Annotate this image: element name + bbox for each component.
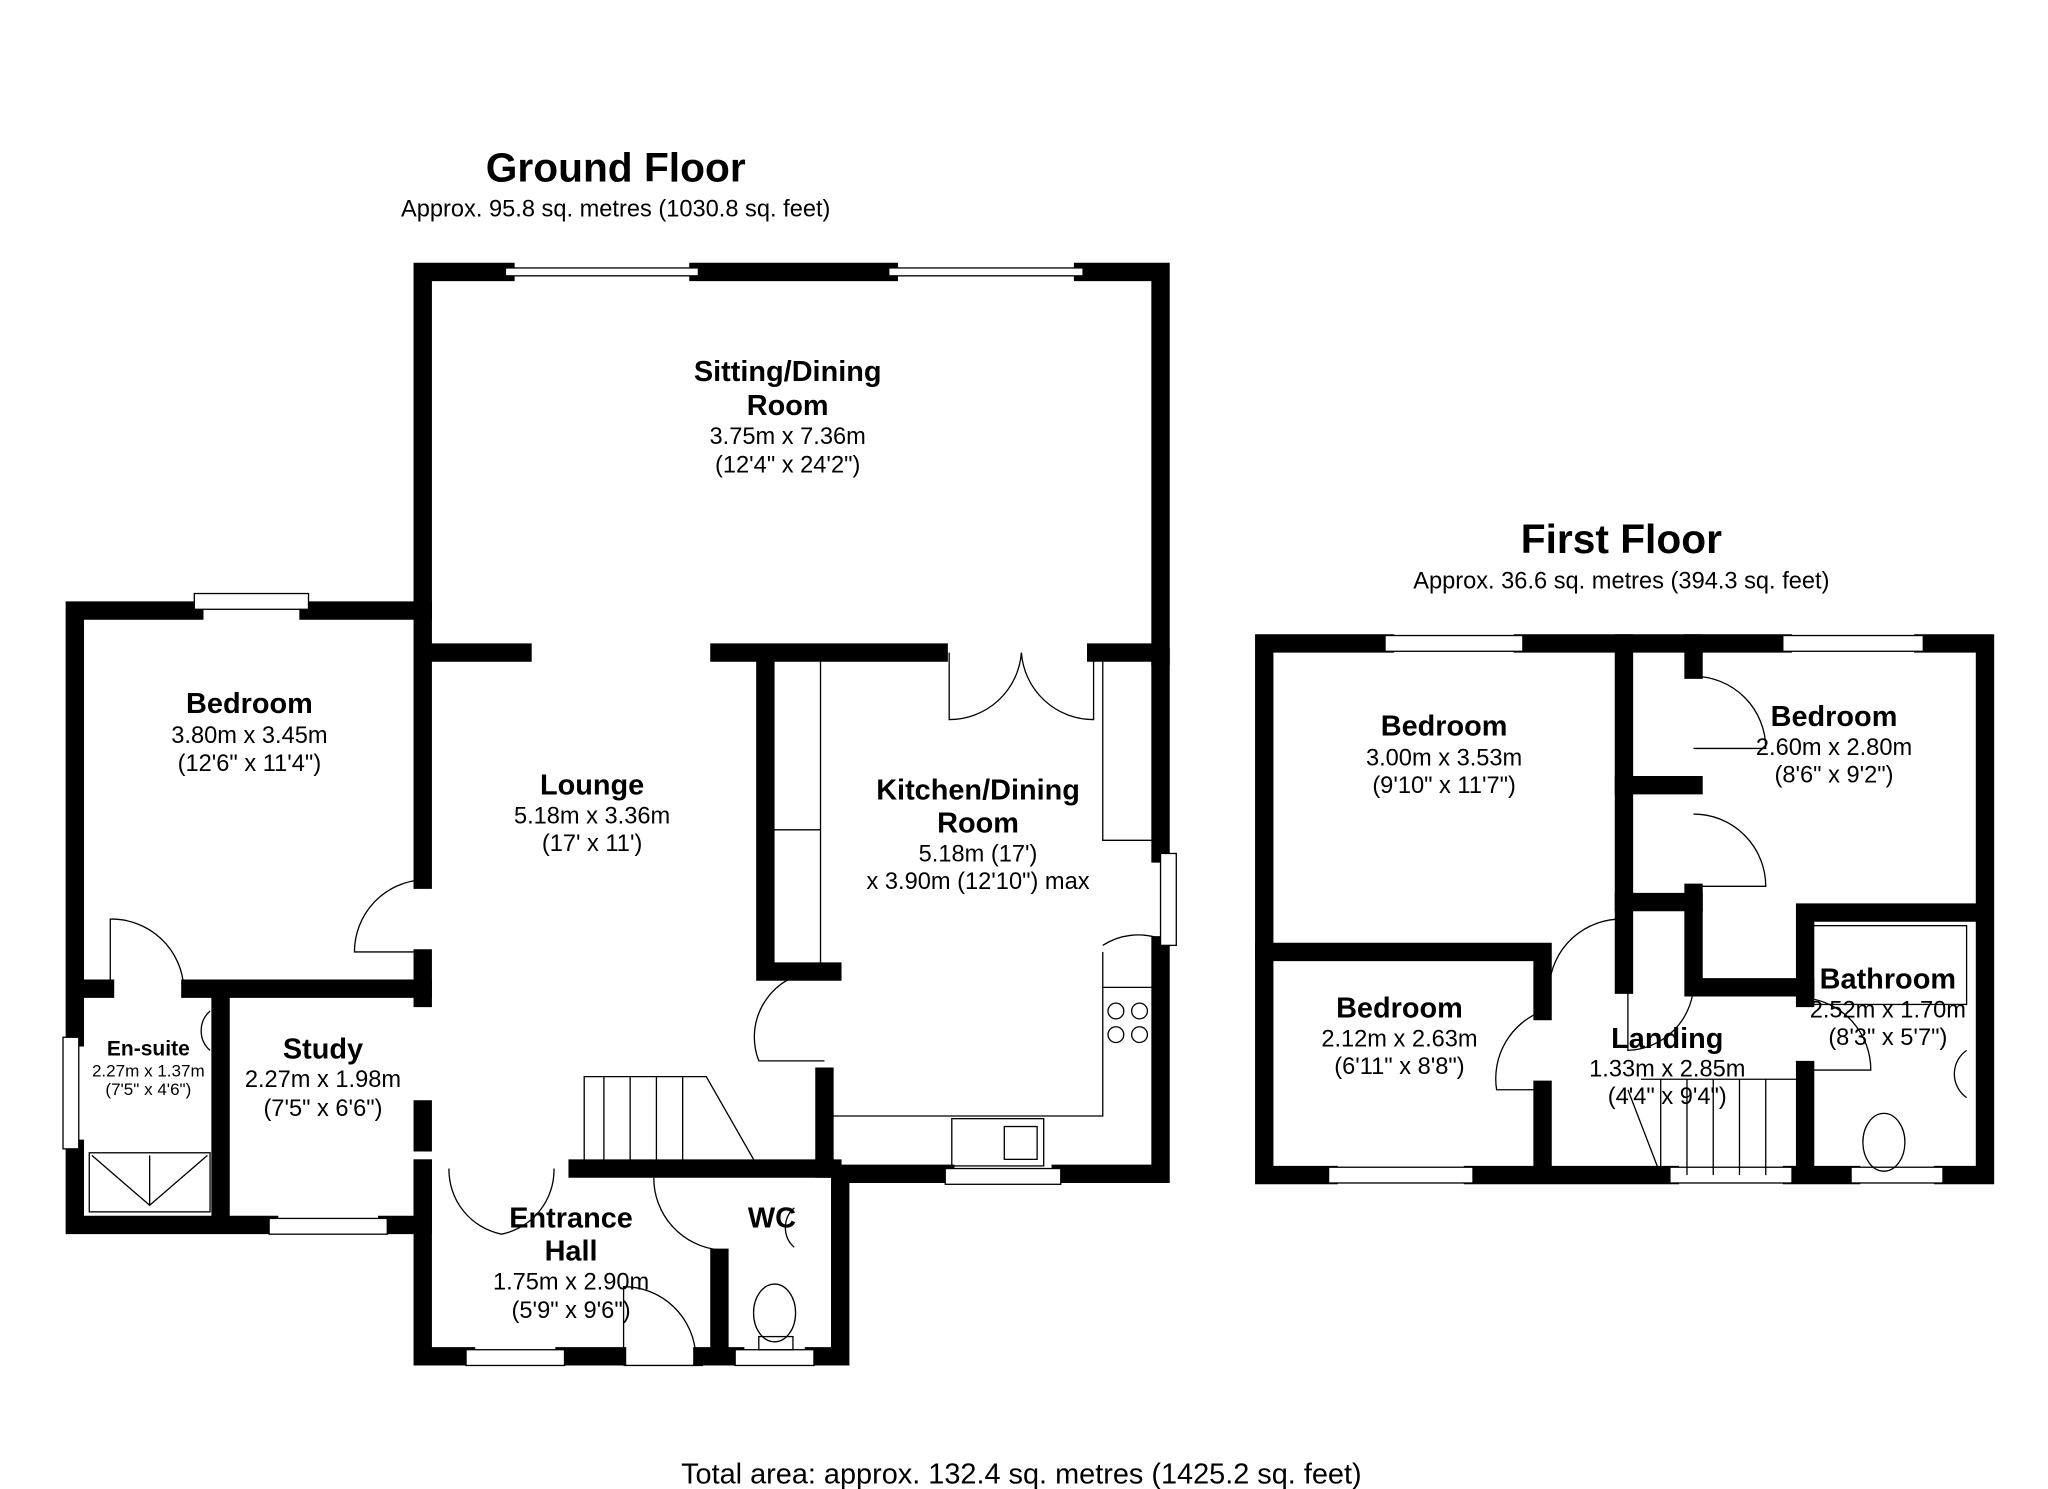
room-study: Study 2.27m x 1.98m (7'5" x 6'6") [245,1033,401,1122]
svg-text:Kitchen/Dining: Kitchen/Dining [876,775,1080,807]
svg-text:1.75m x 2.90m: 1.75m x 2.90m [493,1269,649,1295]
svg-text:Bedroom: Bedroom [1336,993,1463,1025]
svg-text:Hall: Hall [545,1235,598,1267]
svg-text:2.52m x 1.70m: 2.52m x 1.70m [1810,998,1966,1024]
svg-text:2.27m x 1.37m: 2.27m x 1.37m [92,1062,205,1081]
ground-floor-title: Ground Floor [486,144,746,190]
svg-text:(17' x 11'): (17' x 11') [542,831,643,857]
svg-text:Bedroom: Bedroom [1771,701,1898,733]
svg-text:(8'3" x 5'7"): (8'3" x 5'7") [1828,1025,1947,1051]
svg-text:Bedroom: Bedroom [1381,710,1508,742]
svg-text:(12'4" x 24'2"): (12'4" x 24'2") [715,453,860,479]
room-entrance-hall: Entrance Hall 1.75m x 2.90m (5'9" x 9'6"… [493,1203,649,1325]
svg-text:WC: WC [748,1203,796,1235]
total-area: Total area: approx. 132.4 sq. metres (14… [681,1459,1362,1489]
svg-text:Landing: Landing [1611,1023,1723,1055]
first-floor-area: Approx. 36.6 sq. metres (394.3 sq. feet) [1413,568,1829,594]
room-kitchen-dining: Kitchen/Dining Room 5.18m (17') x 3.90m … [867,775,1090,895]
svg-text:3.75m x 7.36m: 3.75m x 7.36m [710,424,866,450]
svg-text:(5'9" x 9'6"): (5'9" x 9'6") [512,1298,631,1324]
svg-text:(4'4" x 9'4"): (4'4" x 9'4") [1608,1084,1727,1110]
ground-floor-walls [62,262,1177,1367]
svg-text:2.12m x 2.63m: 2.12m x 2.63m [1321,1026,1477,1052]
svg-text:(6'11" x 8'8"): (6'11" x 8'8") [1334,1054,1464,1080]
svg-text:Entrance: Entrance [509,1203,633,1235]
svg-text:1.33m x 2.85m: 1.33m x 2.85m [1589,1057,1745,1083]
ground-floor-area: Approx. 95.8 sq. metres (1030.8 sq. feet… [401,197,830,223]
room-landing: Landing 1.33m x 2.85m (4'4" x 9'4") [1589,1023,1745,1110]
room-bedroom-1: Bedroom 3.00m x 3.53m (9'10" x 11'7") [1366,710,1522,799]
svg-text:(12'6" x 11'4"): (12'6" x 11'4") [178,751,322,777]
svg-text:Bedroom: Bedroom [186,688,313,720]
svg-text:3.00m x 3.53m: 3.00m x 3.53m [1366,746,1522,772]
first-floor-title: First Floor [1521,516,1722,562]
svg-text:3.80m x 3.45m: 3.80m x 3.45m [171,723,327,749]
svg-text:(7'5" x 6'6"): (7'5" x 6'6") [263,1096,382,1122]
svg-text:5.18m x 3.36m: 5.18m x 3.36m [514,803,670,829]
svg-text:Sitting/Dining: Sitting/Dining [694,356,882,388]
svg-text:(7'5" x 4'6"): (7'5" x 4'6") [105,1080,191,1099]
room-bedroom-2: Bedroom 2.60m x 2.80m (8'6" x 9'2") [1756,701,1912,788]
svg-text:Study: Study [283,1033,363,1065]
svg-text:2.60m x 2.80m: 2.60m x 2.80m [1756,735,1912,761]
svg-text:(8'6" x 9'2"): (8'6" x 9'2") [1774,763,1893,789]
svg-text:Room: Room [747,390,829,422]
svg-text:Room: Room [937,807,1019,839]
svg-text:5.18m (17'): 5.18m (17') [919,841,1038,867]
room-bedroom-3: Bedroom 2.12m x 2.63m (6'11" x 8'8") [1321,993,1477,1080]
svg-text:Bathroom: Bathroom [1820,964,1956,996]
room-bedroom-ground: Bedroom 3.80m x 3.45m (12'6" x 11'4") [171,688,327,777]
svg-text:(9'10" x 11'7"): (9'10" x 11'7") [1372,773,1516,799]
svg-text:x 3.90m (12'10") max: x 3.90m (12'10") max [867,869,1090,895]
room-bathroom: Bathroom 2.52m x 1.70m (8'3" x 5'7") [1810,964,1966,1051]
svg-text:Lounge: Lounge [540,769,644,801]
room-sitting-dining: Sitting/Dining Room 3.75m x 7.36m (12'4"… [694,356,882,479]
first-floor-walls [1255,634,1995,1185]
room-ensuite: En-suite 2.27m x 1.37m (7'5" x 4'6") [92,1038,205,1099]
svg-text:2.27m x 1.98m: 2.27m x 1.98m [245,1067,401,1093]
room-lounge: Lounge 5.18m x 3.36m (17' x 11') [514,769,670,856]
room-wc: WC [748,1203,796,1235]
svg-text:En-suite: En-suite [107,1038,190,1061]
